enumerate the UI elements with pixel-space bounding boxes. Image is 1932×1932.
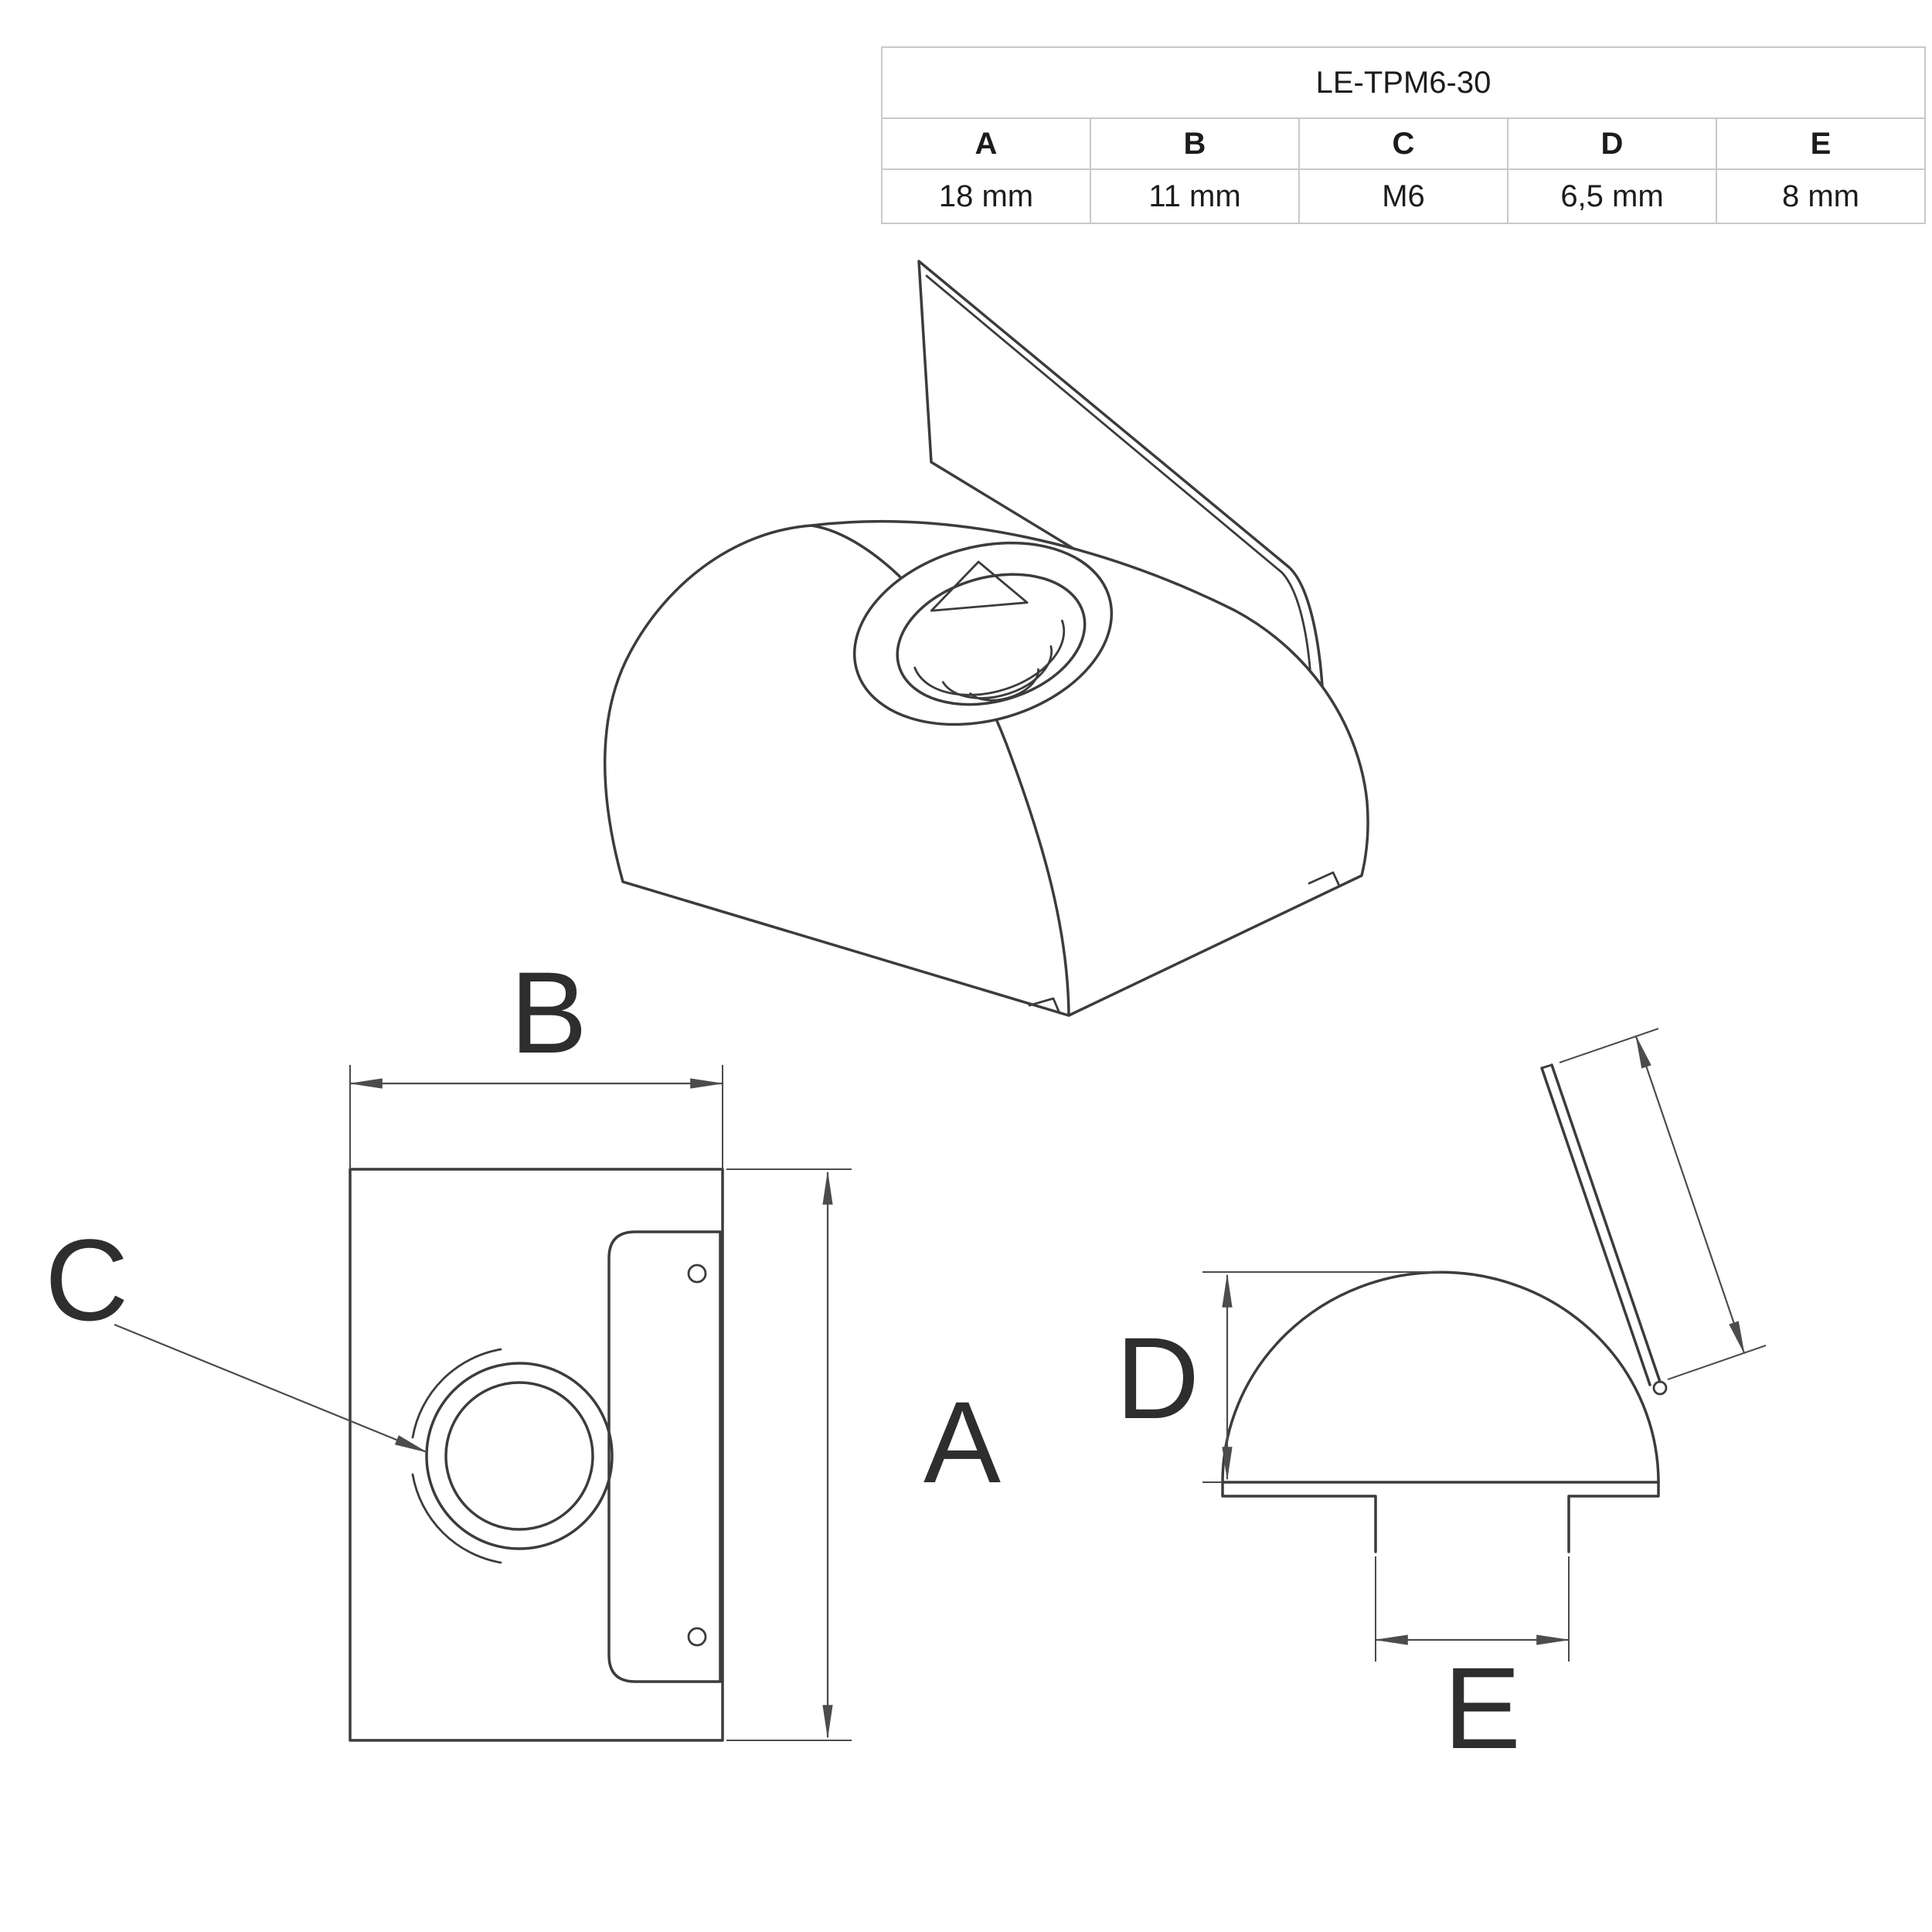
nut-body-profile: [607, 1230, 722, 1683]
dome-arc: [1221, 1270, 1660, 1484]
dimension-label-e: E: [1444, 1643, 1521, 1773]
flange-foot-right: [1567, 1481, 1660, 1553]
dimension-label-c: C: [45, 1215, 128, 1345]
dimension-label-b: B: [510, 947, 587, 1077]
col-header-c: C: [1298, 117, 1509, 170]
spec-table: LE-TPM6-30 A B C D E 18 mm 11 mm M6 6,5 …: [881, 46, 1926, 224]
rear-notch: [1308, 871, 1341, 887]
value-a: 18 mm: [881, 168, 1091, 224]
thread-hole-major-circle: [425, 1362, 614, 1550]
leaf-edge-cap: [1540, 1063, 1553, 1070]
front-notch: [1028, 997, 1061, 1015]
nut-body: [604, 519, 1369, 1017]
spec-table-title-row: LE-TPM6-30: [881, 46, 1926, 119]
col-header-b: B: [1090, 117, 1300, 170]
rivet-top: [687, 1264, 707, 1284]
col-header-d: D: [1507, 117, 1717, 170]
leaf-edge-outer: [1550, 1063, 1662, 1383]
leaf-dimension-line: [1634, 1034, 1746, 1355]
thread-relief-arc-bottom: [411, 1473, 502, 1564]
spec-table-header-row: A B C D E: [881, 117, 1926, 170]
thread-arc-3: [969, 668, 1039, 702]
spec-table-value-row: 18 mm 11 mm M6 6,5 mm 8 mm: [881, 168, 1926, 224]
dimension-label-a: A: [923, 1377, 1001, 1507]
threaded-hole: [852, 541, 1114, 726]
isometric-view: [604, 260, 1369, 1017]
leaf-edge-inner: [1540, 1066, 1651, 1386]
part-number: LE-TPM6-30: [881, 46, 1926, 119]
thread-hole-minor-circle: [444, 1381, 594, 1531]
value-c: M6: [1298, 168, 1509, 224]
thread-start-triangle: [930, 560, 1029, 612]
col-header-e: E: [1716, 117, 1926, 170]
leaf-dim-extension-top: [1559, 1028, 1659, 1063]
leaf-dim-extension-bottom: [1667, 1345, 1767, 1380]
col-header-a: A: [881, 117, 1091, 170]
side-view: D E: [1116, 1028, 1767, 1773]
dimension-label-d: D: [1116, 1313, 1199, 1443]
value-e: 8 mm: [1716, 168, 1926, 224]
thread-arc-1: [913, 619, 1066, 696]
flange-foot-left: [1221, 1481, 1377, 1553]
nut-body-front-edge: [810, 524, 1070, 1017]
value-b: 11 mm: [1090, 168, 1300, 224]
thread-relief-arc-top: [411, 1348, 502, 1439]
front-view: C B A: [45, 947, 1001, 1742]
thread-arc-2: [941, 645, 1053, 699]
rivet-bottom: [687, 1627, 707, 1647]
leader-line-c: [114, 1323, 429, 1454]
value-d: 6,5 mm: [1507, 168, 1717, 224]
leaf-tip-detail: [1652, 1380, 1668, 1396]
